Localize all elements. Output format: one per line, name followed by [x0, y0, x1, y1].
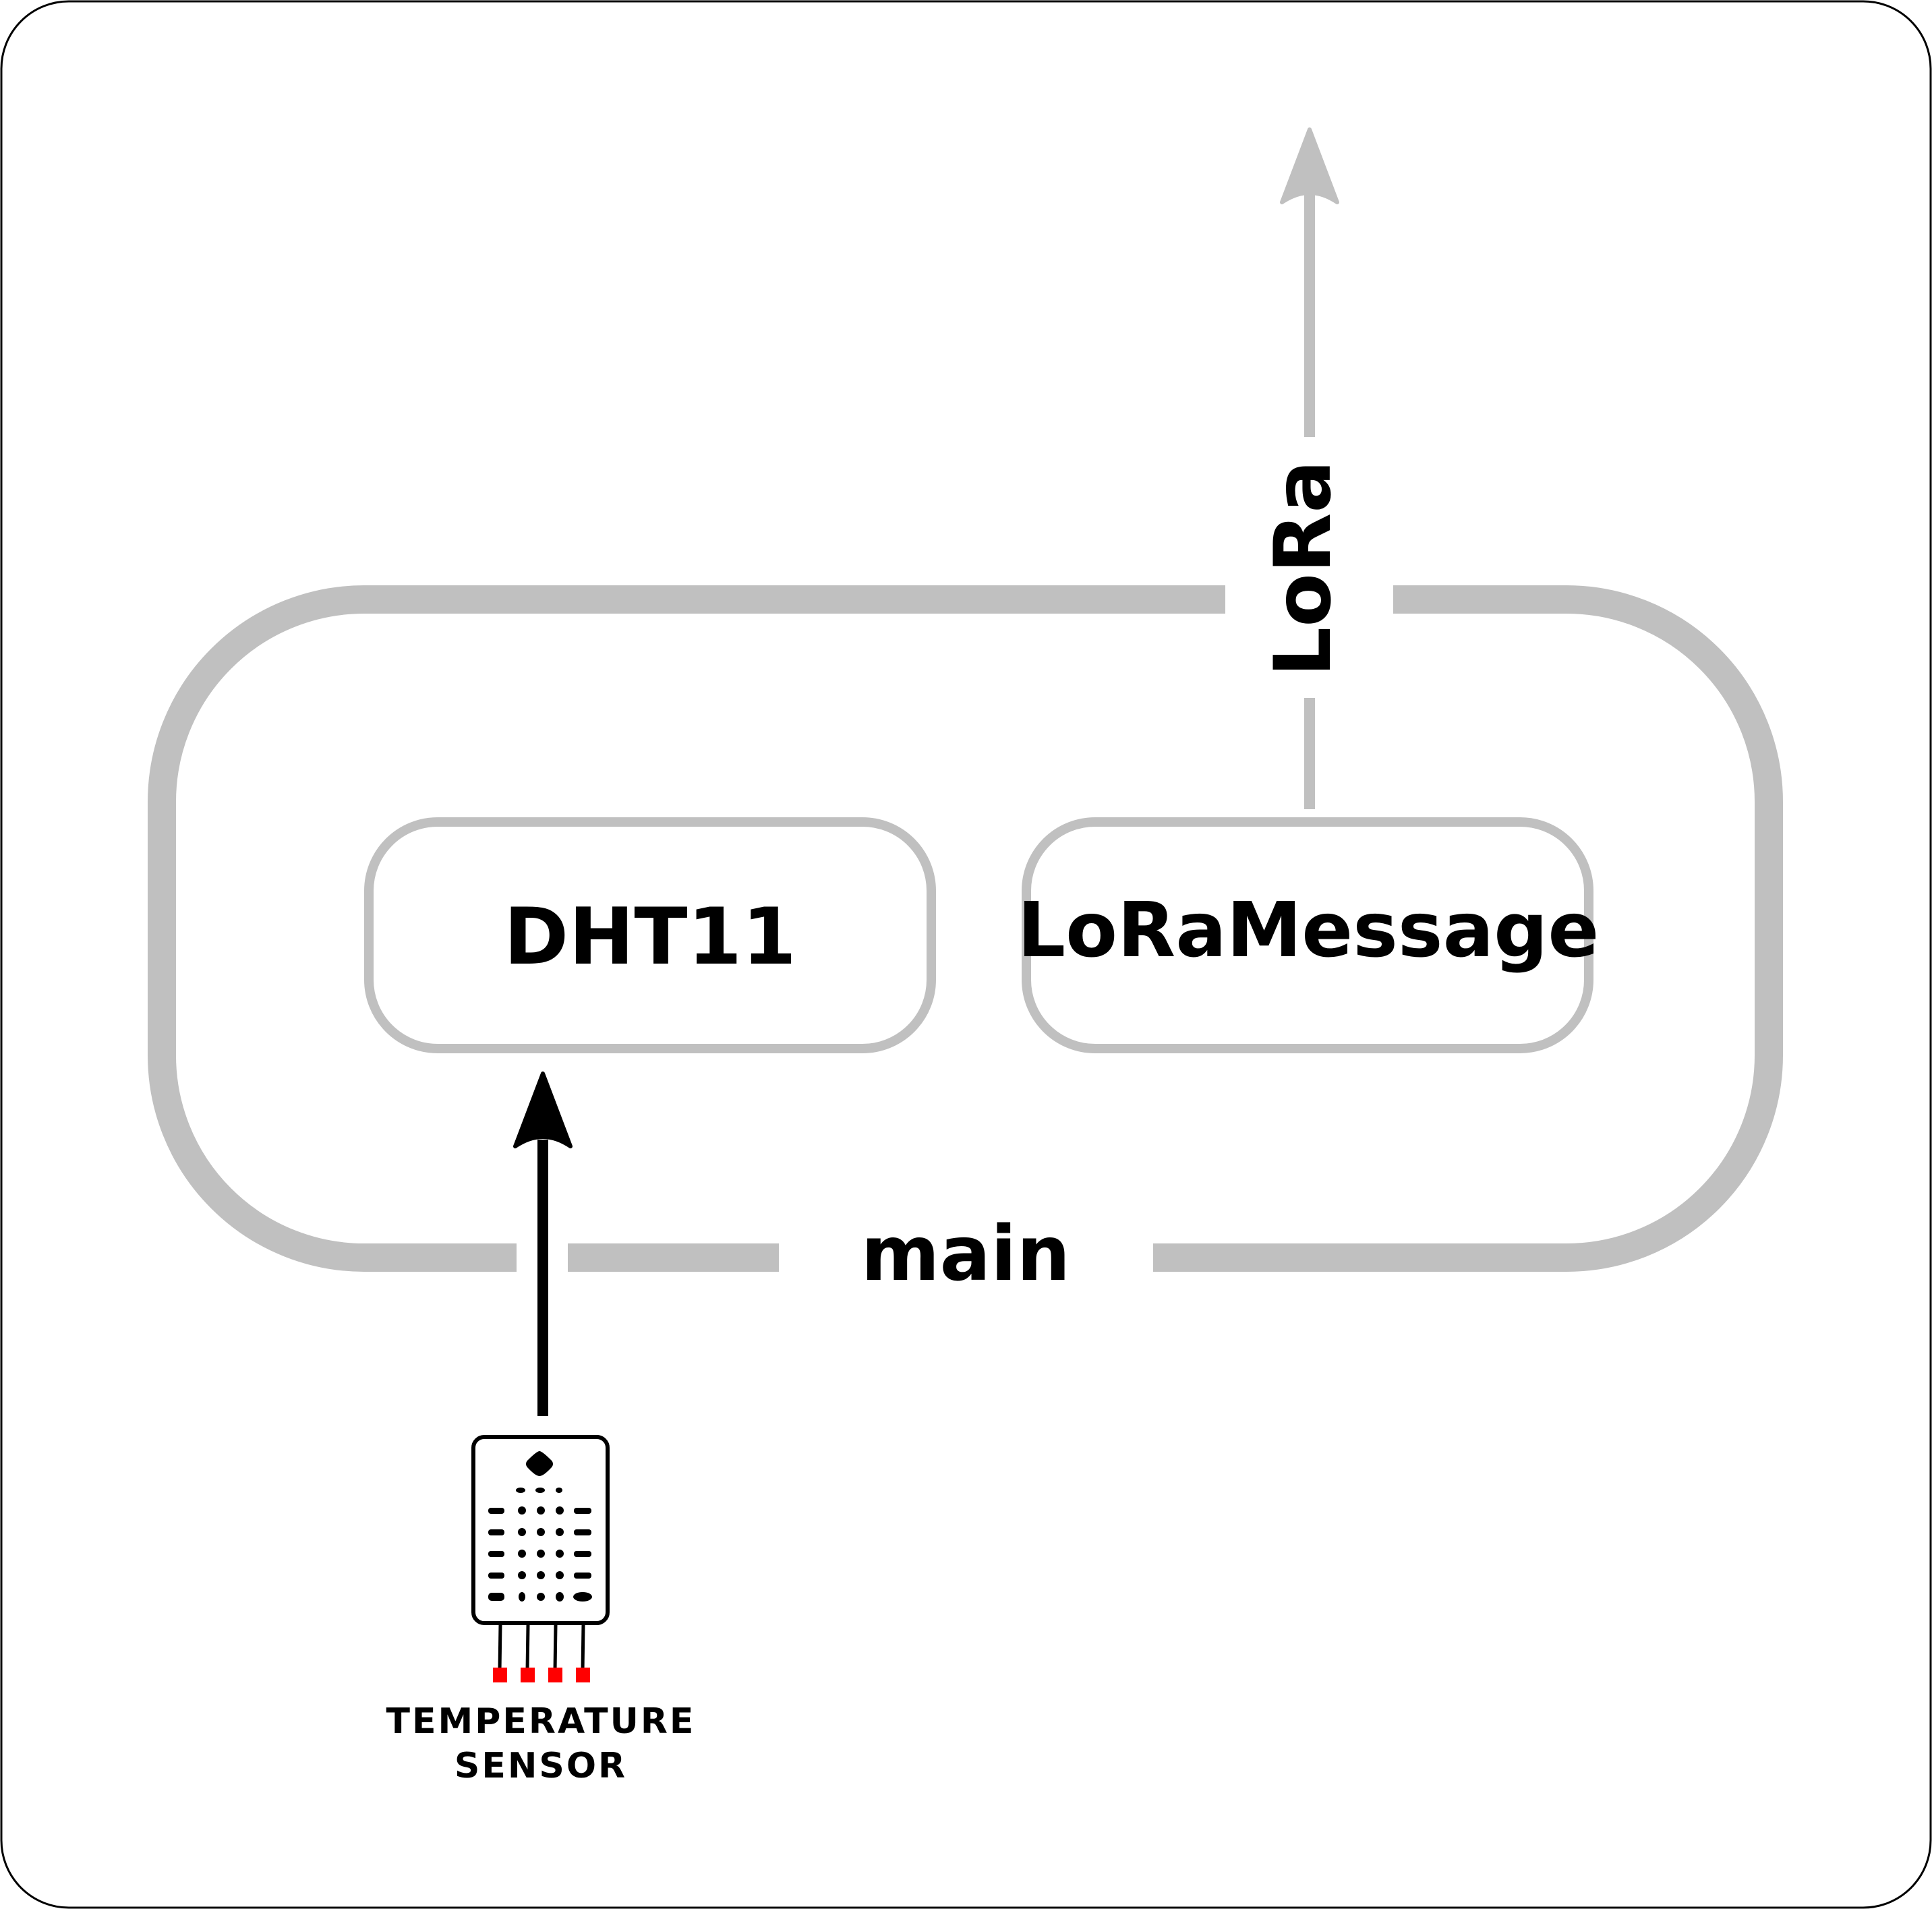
- sensor-label-line2: SENSOR: [455, 1746, 627, 1786]
- dht11-module-label: DHT11: [504, 891, 796, 982]
- sensor-label-line1: TEMPERATURE: [386, 1701, 696, 1742]
- main-frame: [148, 585, 1783, 1272]
- lora-output-arrow: [1280, 127, 1339, 809]
- temperature-sensor-icon: [471, 1435, 610, 1682]
- loramessage-module-label: LoRaMessage: [1018, 887, 1600, 974]
- dht11-module-box: [364, 817, 936, 1053]
- sensor-arrowhead: [513, 1071, 573, 1148]
- lora-label: LoRa: [1258, 460, 1349, 676]
- main-label: main: [861, 1210, 1070, 1298]
- sensor-pin-ends: [493, 1668, 590, 1682]
- sensor-input-arrow: [513, 1071, 573, 1416]
- lora-arrowhead: [1280, 127, 1339, 204]
- loramessage-module-box: [1022, 817, 1593, 1053]
